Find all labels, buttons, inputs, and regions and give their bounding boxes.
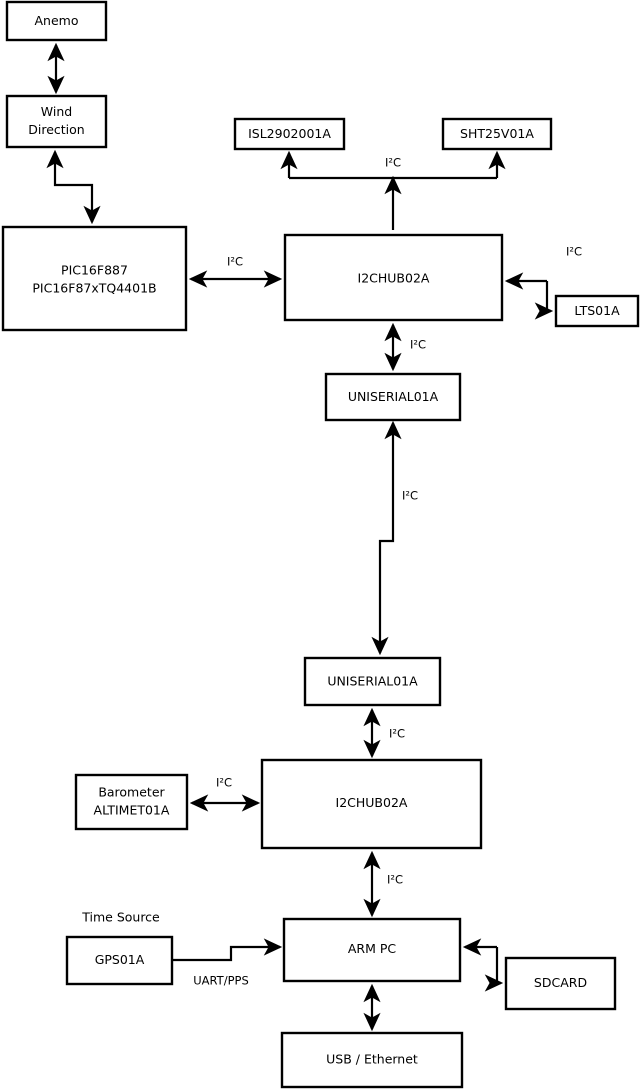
node-arm-pc-label: ARM PC [348,941,397,956]
node-wind-direction-box[interactable] [5,94,108,149]
node-lts01a[interactable]: LTS01A [554,294,640,328]
node-gps01a-label: GPS01A [95,952,145,967]
edge-label-hub-lts: I²C [566,245,582,259]
node-barometer-label-line1: Barometer [98,785,165,800]
node-wind-direction[interactable]: Wind Direction [5,94,108,149]
node-pic-mcu-label-line1: PIC16F887 [61,263,128,278]
node-usb-ethernet[interactable]: USB / Ethernet [280,1031,464,1089]
edge-label-uniserial-hub-bot: I²C [389,727,405,741]
node-barometer-box[interactable] [74,773,189,831]
node-sht25v01a-label: SHT25V01A [460,126,534,141]
connector-armpc-to-sdcard [484,947,504,992]
node-isl2902001a[interactable]: ISL2902001A [233,117,346,151]
node-arm-pc-box[interactable] [282,917,462,983]
node-sdcard-box[interactable] [504,956,617,1011]
connector-uniserial-link [371,420,402,656]
node-lts01a-box[interactable] [554,294,640,328]
node-uniserial01a-bottom[interactable]: UNISERIAL01A [303,656,442,707]
edge-label-pic-hub: I²C [227,255,243,269]
node-pic-mcu-label-line2: PIC16F87xTQ4401B [32,281,156,296]
node-uniserial01a-bottom-label: UNISERIAL01A [327,674,418,689]
node-wind-direction-label-line2: Direction [28,122,84,137]
node-isl2902001a-box[interactable] [233,117,346,151]
node-uniserial01a-bottom-box[interactable] [303,656,442,707]
connector-hub-to-lts [534,281,554,320]
node-uniserial01a-top-box[interactable] [324,372,462,422]
node-barometer[interactable]: Barometer ALTIMET01A [74,773,189,831]
node-i2chub02a-bottom-label: I2CHUB02A [336,795,408,810]
node-anemo-box[interactable] [5,0,108,42]
node-i2chub02a-bottom-box[interactable] [260,758,483,850]
edge-label-isl-sht-bus: I²C [385,156,401,170]
connector-gps-armpc [172,938,283,962]
node-pic-mcu[interactable]: PIC16F887 PIC16F87xTQ4401B [1,225,188,332]
node-sdcard[interactable]: SDCARD [504,956,617,1011]
node-usb-ethernet-label: USB / Ethernet [326,1052,418,1067]
node-gps01a-box[interactable] [65,935,174,986]
node-uniserial01a-top-label: UNISERIAL01A [348,389,439,404]
node-gps01a[interactable]: GPS01A [65,935,174,986]
node-barometer-label-line2: ALTIMET01A [94,803,170,818]
edge-label-barometer-hub: I²C [216,776,232,790]
edge-label-hub-uniserial-top: I²C [410,338,426,352]
node-wind-direction-label-line1: Wind [41,104,72,119]
edge-label-gps-armpc: UART/PPS [193,974,249,988]
node-anemo[interactable]: Anemo [5,0,108,42]
node-sht25v01a[interactable]: SHT25V01A [441,117,553,151]
node-usb-ethernet-box[interactable] [280,1031,464,1089]
node-lts01a-label: LTS01A [574,303,620,318]
edge-label-hub-armpc: I²C [387,873,403,887]
edge-label-uniserial-link: I²C [402,489,418,503]
node-i2chub02a-top-box[interactable] [283,233,504,322]
connector-wind-pic [46,149,101,225]
node-i2chub02a-top-label: I2CHUB02A [358,271,430,286]
node-arm-pc[interactable]: ARM PC [282,917,462,983]
node-i2chub02a-bottom[interactable]: I2CHUB02A [260,758,483,850]
node-anemo-label: Anemo [35,13,79,28]
node-i2chub02a-top[interactable]: I2CHUB02A [283,233,504,322]
node-sht25v01a-box[interactable] [441,117,553,151]
node-uniserial01a-top[interactable]: UNISERIAL01A [324,372,462,422]
label-time-source: Time Source [81,910,160,925]
node-isl2902001a-label: ISL2902001A [248,126,331,141]
node-sdcard-label: SDCARD [534,975,587,990]
node-pic-mcu-box[interactable] [1,225,188,332]
